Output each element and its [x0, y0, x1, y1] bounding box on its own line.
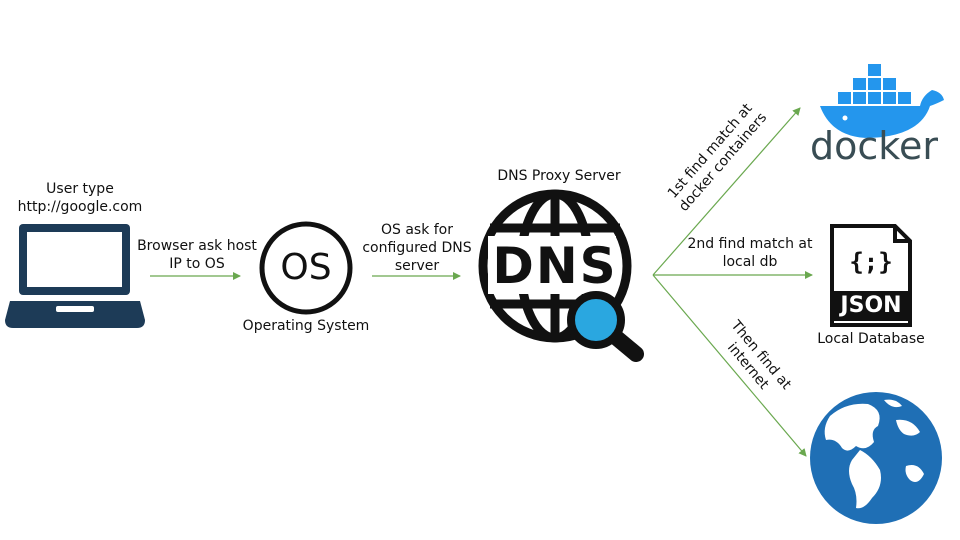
globe-icon [810, 392, 942, 524]
edge-browser-os-line2: IP to OS [169, 256, 225, 272]
user-label-line2: http://google.com [17, 199, 143, 215]
arrow-dns-to-docker [652, 107, 801, 276]
dns-title: DNS Proxy Server [497, 168, 621, 184]
user-label-line1: User type [46, 181, 114, 197]
json-file-icon [830, 224, 912, 327]
os-badge: OS [280, 247, 332, 288]
edge-dns-db-line2: local db [722, 254, 778, 270]
laptop-icon [5, 224, 145, 328]
docker-wordmark: docker [810, 124, 938, 168]
dns-globe-search-icon [478, 189, 644, 362]
edge-os-dns-line1: OS ask for [380, 222, 454, 238]
edge-dns-db-line1: 2nd find match at [687, 236, 813, 252]
edge-os-dns-line3: server [394, 258, 440, 274]
docker-whale-icon [820, 64, 944, 138]
edge-browser-os-line1: Browser ask host [137, 238, 257, 254]
os-label: Operating System [242, 318, 370, 334]
arrow-dns-to-internet [652, 274, 807, 457]
edge-os-dns-line2: configured DNS [362, 240, 472, 256]
dns-badge: DNS [492, 237, 618, 295]
json-badge-top: {;} [849, 248, 893, 276]
db-label: Local Database [817, 331, 925, 347]
os-circle-icon [259, 221, 353, 315]
json-badge-bottom: JSON [840, 293, 902, 318]
